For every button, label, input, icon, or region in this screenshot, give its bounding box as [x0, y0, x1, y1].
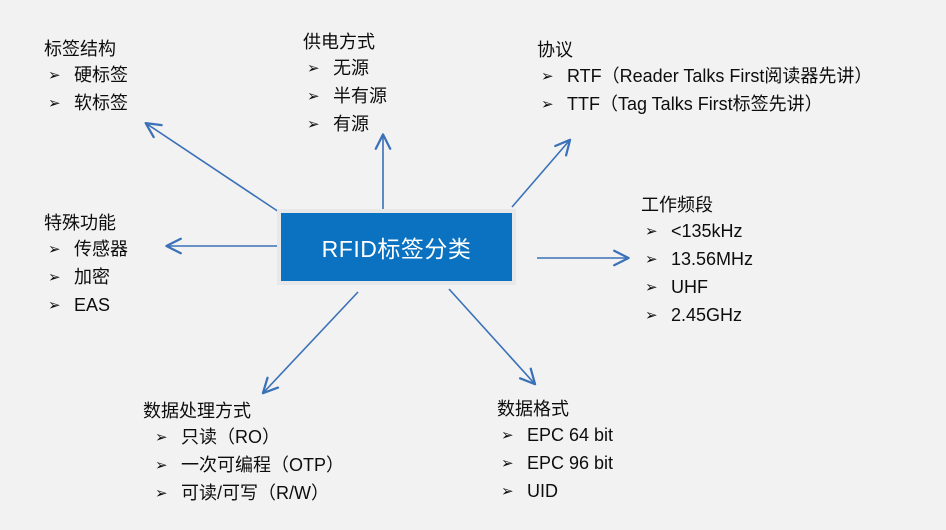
list-item-label: RTF（Reader Talks First阅读器先讲） — [567, 66, 873, 86]
list-item-label: 2.45GHz — [671, 305, 743, 325]
branch-power-supply: 供电方式 ➢ 无源 ➢ 半有源 ➢ 有源 — [303, 29, 387, 139]
list-item-label: 13.56MHz — [671, 249, 754, 269]
list-item: ➢ 13.56MHz — [645, 246, 753, 274]
connector-to-data-format — [448, 288, 537, 386]
branch-item-list: ➢ EPC 64 bit ➢ EPC 96 bit ➢ UID — [497, 422, 613, 506]
list-item: ➢ 加密 — [48, 264, 128, 292]
list-item: ➢ EAS — [48, 292, 128, 320]
list-item: ➢ 只读（RO） — [155, 424, 344, 452]
list-item-label: 半有源 — [333, 86, 387, 106]
list-item: ➢ TTF（Tag Talks First标签先讲） — [541, 91, 872, 119]
list-item-label: 只读（RO） — [181, 427, 280, 447]
connector-to-tag-structure — [144, 121, 280, 213]
list-item: ➢ UHF — [645, 274, 753, 302]
center-node-label: RFID标签分类 — [281, 213, 512, 281]
branch-protocol: 协议 ➢ RTF（Reader Talks First阅读器先讲） ➢ TTF（… — [537, 37, 872, 119]
arrow-bullet-icon: ➢ — [501, 427, 514, 444]
list-item-label: 有源 — [333, 114, 369, 134]
list-item: ➢ 有源 — [307, 111, 387, 139]
list-item-label: UID — [527, 481, 558, 501]
arrow-bullet-icon: ➢ — [541, 96, 554, 113]
list-item-label: EPC 64 bit — [527, 425, 614, 445]
arrow-bullet-icon: ➢ — [501, 483, 514, 500]
list-item: ➢ RTF（Reader Talks First阅读器先讲） — [541, 63, 872, 91]
list-item-label: 硬标签 — [74, 65, 128, 85]
list-item: ➢ <135kHz — [645, 218, 753, 246]
list-item: ➢ UID — [501, 478, 613, 506]
list-item: ➢ 硬标签 — [48, 62, 128, 90]
arrow-bullet-icon: ➢ — [645, 307, 658, 324]
branch-title: 供电方式 — [303, 32, 375, 52]
connector-to-protocol — [511, 138, 572, 208]
arrow-bullet-icon: ➢ — [307, 88, 320, 105]
arrow-bullet-icon: ➢ — [155, 485, 168, 502]
list-item: ➢ 一次可编程（OTP） — [155, 452, 344, 480]
branch-item-list: ➢ 传感器 ➢ 加密 ➢ EAS — [44, 236, 128, 320]
list-item-label: TTF（Tag Talks First标签先讲） — [567, 94, 823, 114]
list-item: ➢ 无源 — [307, 55, 387, 83]
arrow-bullet-icon: ➢ — [155, 457, 168, 474]
arrow-bullet-icon: ➢ — [48, 95, 61, 112]
branch-tag-structure: 标签结构 ➢ 硬标签 ➢ 软标签 — [44, 36, 128, 118]
center-node[interactable]: RFID标签分类 — [277, 209, 516, 285]
list-item: ➢ 可读/可写（R/W） — [155, 480, 344, 508]
branch-title: 协议 — [537, 40, 573, 60]
branch-data-format: 数据格式 ➢ EPC 64 bit ➢ EPC 96 bit ➢ UID — [497, 396, 613, 506]
arrow-bullet-icon: ➢ — [48, 269, 61, 286]
arrow-bullet-icon: ➢ — [155, 429, 168, 446]
list-item: ➢ 软标签 — [48, 90, 128, 118]
branch-item-list: ➢ RTF（Reader Talks First阅读器先讲） ➢ TTF（Tag… — [537, 63, 872, 119]
list-item: ➢ 传感器 — [48, 236, 128, 264]
list-item-label: 可读/可写（R/W） — [181, 483, 329, 503]
branch-title: 数据格式 — [497, 399, 569, 419]
arrow-bullet-icon: ➢ — [645, 251, 658, 268]
arrow-bullet-icon: ➢ — [307, 116, 320, 133]
branch-data-processing: 数据处理方式 ➢ 只读（RO） ➢ 一次可编程（OTP） ➢ 可读/可写（R/W… — [143, 398, 344, 508]
branch-item-list: ➢ 硬标签 ➢ 软标签 — [44, 62, 128, 118]
branch-item-list: ➢ <135kHz ➢ 13.56MHz ➢ UHF ➢ 2.45GHz — [641, 218, 753, 330]
list-item: ➢ 半有源 — [307, 83, 387, 111]
list-item: ➢ EPC 96 bit — [501, 450, 613, 478]
branch-working-frequency: 工作频段 ➢ <135kHz ➢ 13.56MHz ➢ UHF ➢ 2.45GH… — [641, 192, 753, 330]
list-item-label: 传感器 — [74, 239, 128, 259]
branch-title: 特殊功能 — [44, 213, 116, 233]
list-item-label: EAS — [74, 295, 111, 315]
branch-title: 数据处理方式 — [143, 401, 251, 421]
connector-to-data-processing — [261, 291, 359, 395]
branch-special-function: 特殊功能 ➢ 传感器 ➢ 加密 ➢ EAS — [44, 210, 128, 320]
arrow-bullet-icon: ➢ — [48, 67, 61, 84]
arrow-bullet-icon: ➢ — [645, 223, 658, 240]
list-item-label: 一次可编程（OTP） — [181, 455, 345, 475]
arrow-bullet-icon: ➢ — [307, 60, 320, 77]
list-item-label: 软标签 — [74, 93, 128, 113]
arrow-bullet-icon: ➢ — [645, 279, 658, 296]
arrow-bullet-icon: ➢ — [48, 297, 61, 314]
branch-title: 标签结构 — [44, 39, 116, 59]
arrow-bullet-icon: ➢ — [48, 241, 61, 258]
list-item: ➢ 2.45GHz — [645, 302, 753, 330]
list-item: ➢ EPC 64 bit — [501, 422, 613, 450]
list-item-label: 无源 — [333, 58, 369, 78]
branch-item-list: ➢ 无源 ➢ 半有源 ➢ 有源 — [303, 55, 387, 139]
branch-item-list: ➢ 只读（RO） ➢ 一次可编程（OTP） ➢ 可读/可写（R/W） — [143, 424, 344, 508]
arrow-bullet-icon: ➢ — [541, 68, 554, 85]
list-item-label: 加密 — [74, 267, 110, 287]
list-item-label: <135kHz — [671, 221, 743, 241]
arrow-bullet-icon: ➢ — [501, 455, 514, 472]
list-item-label: EPC 96 bit — [527, 453, 614, 473]
branch-title: 工作频段 — [641, 195, 713, 215]
list-item-label: UHF — [671, 277, 708, 297]
